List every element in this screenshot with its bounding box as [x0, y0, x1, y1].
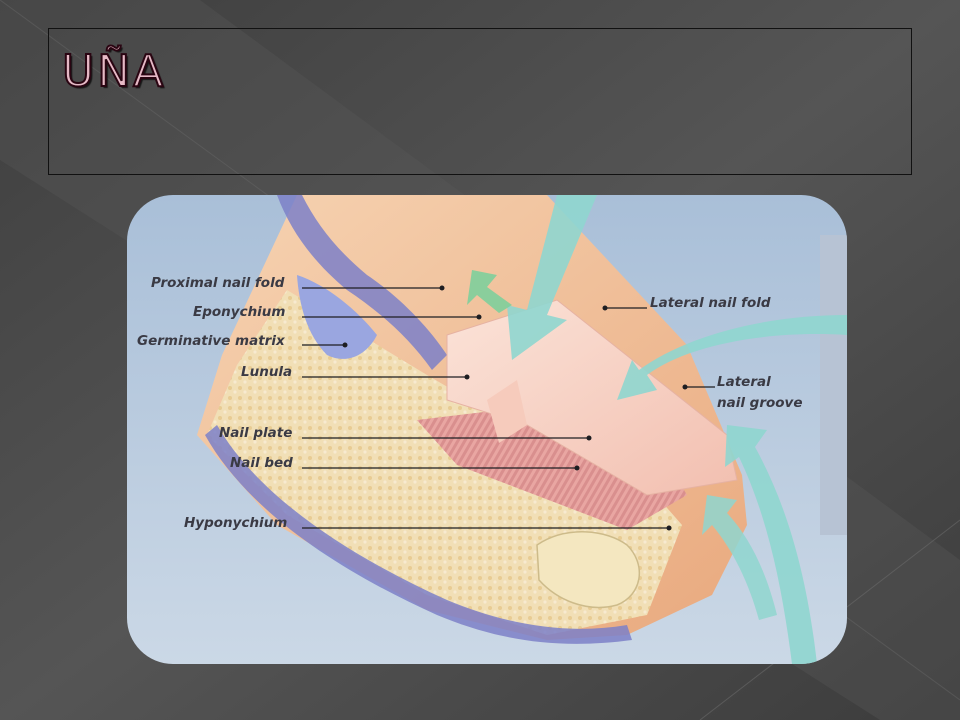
label-lateral-nail-groove-line2: nail groove	[717, 395, 803, 411]
distal-phalanx-bone	[536, 531, 641, 609]
label-eponychium: Eponychium	[193, 304, 286, 320]
arrow-bottom	[702, 495, 777, 620]
label-lateral-nail-fold: Lateral nail fold	[650, 295, 771, 311]
slide-title: UÑA	[61, 45, 167, 98]
epidermis-lower	[205, 425, 632, 644]
label-lateral-nail-groove-line1: Lateral	[717, 374, 771, 390]
arrow-lower-right	[725, 425, 817, 664]
nail-notch	[487, 380, 527, 443]
title-frame	[48, 28, 912, 175]
label-proximal-nail-fold: Proximal nail fold	[151, 275, 285, 291]
label-germinative-matrix: Germinative matrix	[137, 333, 286, 349]
label-lunula: Lunula	[241, 364, 292, 380]
arrow-upper-right	[617, 315, 847, 400]
arrow-small-up	[467, 270, 512, 313]
label-nail-plate: Nail plate	[219, 425, 292, 441]
epidermis-layer	[277, 195, 447, 370]
label-hyponychium: Hyponychium	[184, 515, 287, 531]
nail-anatomy-figure: Proximal nail fold Eponychium Germinativ…	[127, 195, 847, 664]
arrow-top	[507, 195, 597, 360]
label-nail-bed: Nail bed	[230, 455, 293, 471]
